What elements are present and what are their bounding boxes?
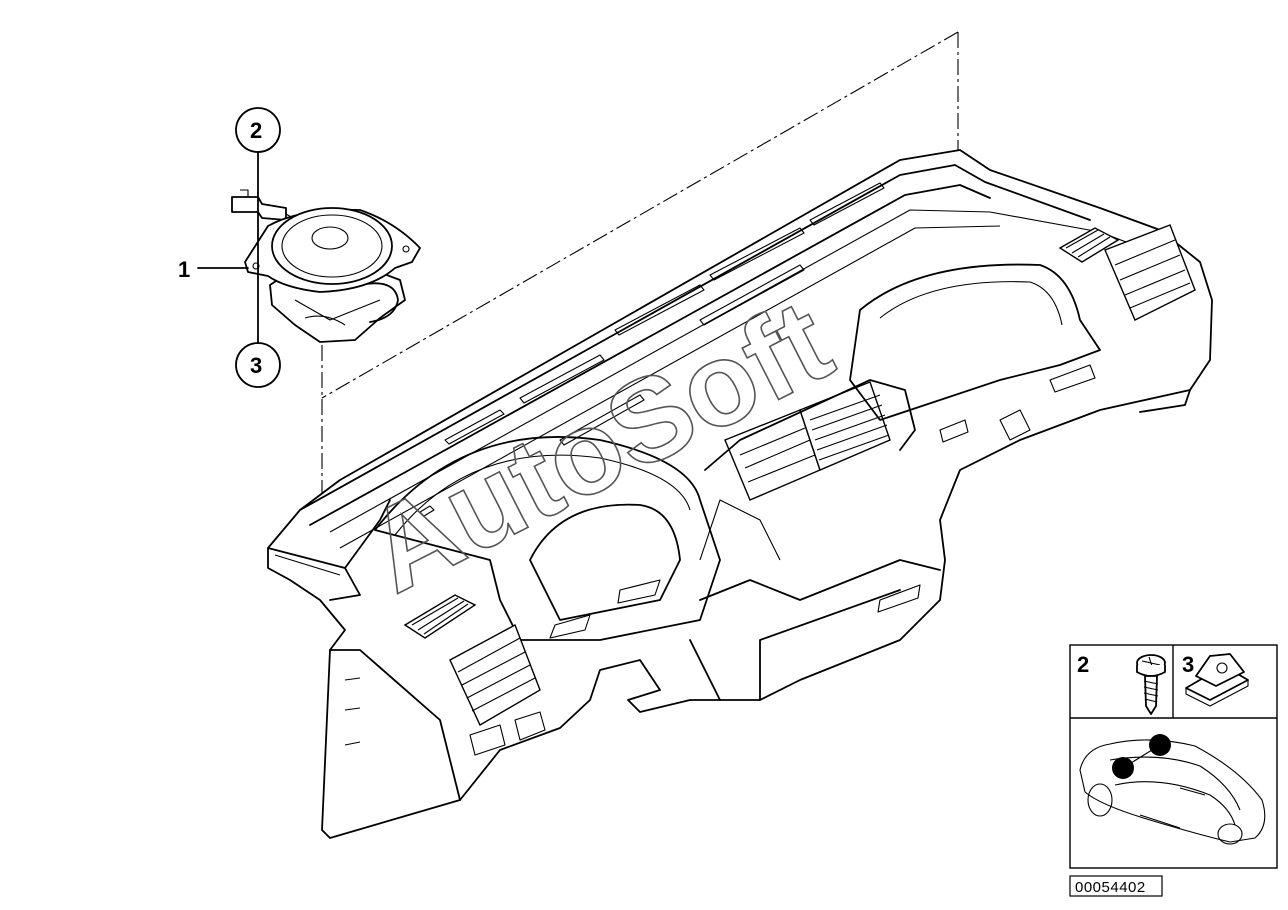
right-grille — [1058, 227, 1120, 263]
callout-1: 1 — [178, 257, 249, 282]
right-vent — [1104, 224, 1196, 321]
callout-2-label: 2 — [250, 118, 262, 143]
reference-number: 00054402 — [1075, 879, 1146, 896]
callout-3: 3 — [235, 267, 281, 388]
dashboard-panel — [267, 149, 1213, 839]
speaker-assembly — [231, 189, 421, 343]
center-vents — [704, 379, 916, 501]
inset-item-3-label: 3 — [1182, 652, 1194, 677]
clip-nut-icon — [1185, 653, 1249, 707]
inset-panel: 2 3 — [1069, 644, 1278, 869]
left-vent — [449, 624, 541, 726]
car-location-icon — [1079, 734, 1266, 845]
callout-2: 2 — [235, 107, 281, 269]
callout-1-label: 1 — [178, 257, 190, 282]
reference-number-box: 00054402 — [1069, 875, 1163, 897]
callout-3-label: 3 — [250, 353, 262, 378]
inset-item-2-label: 2 — [1077, 652, 1089, 677]
defroster-slots — [419, 182, 885, 517]
screw-icon — [1136, 654, 1166, 715]
